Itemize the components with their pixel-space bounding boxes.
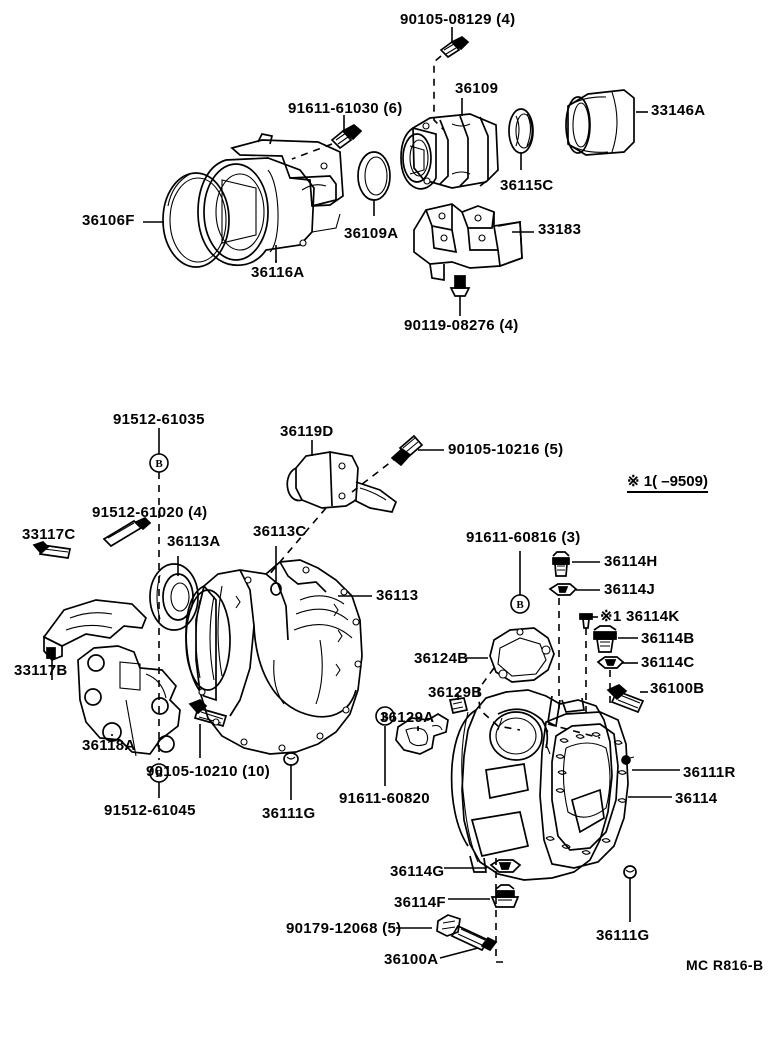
dash-36119D — [351, 457, 397, 493]
part-36115C-seal — [508, 108, 534, 154]
part-90105-08129-bolt — [439, 35, 470, 59]
part-36109A-oring — [357, 151, 391, 201]
part-36114H-plug — [552, 551, 570, 577]
part-90105-10210-bolt — [188, 699, 228, 728]
part-33146A-sleeve — [565, 89, 635, 156]
part-label-36109A: 36109A — [344, 225, 399, 242]
part-label-91512-61035: 91512-61035 — [113, 411, 205, 428]
part-label-90179-12068: 90179-12068 (5) — [286, 920, 402, 937]
part-label-91611-60816: 91611-60816 (3) — [466, 529, 581, 546]
svg-text:B: B — [381, 711, 389, 723]
part-36114-transfer-case — [450, 689, 629, 881]
part-label-90105-10210: 90105-10210 (10) — [146, 763, 271, 780]
part-36114K-screw — [579, 613, 593, 629]
part-label-36106F: 36106F — [82, 212, 135, 229]
part-label-36114G: 36114G — [390, 863, 445, 880]
part-label-33183: 33183 — [538, 221, 582, 238]
leader-36100A — [439, 947, 479, 959]
applicability-note: ※ 1( –9509) — [627, 474, 708, 493]
part-36118A-plate — [77, 645, 181, 757]
part-36124B-gasket — [489, 627, 555, 683]
part-36113A-bearing — [149, 563, 199, 631]
part-label-36114J: 36114J — [604, 581, 656, 598]
part-label-36100B: 36100B — [650, 680, 705, 697]
part-label-36129A: 36129A — [380, 709, 435, 726]
part-label-33117C: 33117C — [22, 526, 76, 543]
dash-90105-08129 — [433, 55, 445, 131]
part-label-36119D: 36119D — [280, 423, 334, 440]
part-36116A-housing — [197, 133, 344, 267]
part-36106F-oring — [162, 172, 230, 268]
part-90179-12068-nut — [436, 914, 461, 937]
part-36114J-washer — [548, 583, 578, 596]
part-36111G-left-plug — [283, 752, 299, 766]
part-label-36114B: 36114B — [641, 630, 695, 647]
part-label-36113: 36113 — [376, 587, 419, 604]
svg-text:B: B — [516, 599, 524, 611]
part-label-36111G-left: 36111G — [262, 805, 316, 822]
svg-text:B: B — [155, 458, 163, 470]
part-label-91512-61020: 91512-61020 (4) — [92, 504, 208, 521]
part-36114B-plug — [593, 625, 617, 653]
part-36100B-bolt — [606, 684, 645, 714]
dash-assembly-axis — [495, 858, 506, 963]
svg-text:B: B — [155, 768, 163, 780]
part-33117C-bolt — [32, 541, 72, 559]
part-label-36113A: 36113A — [167, 533, 221, 550]
marker-B-91512-61035: B — [149, 453, 169, 473]
part-label-91512-61045: 91512-61045 — [104, 802, 196, 819]
part-label-91611-61030: 91611-61030 (6) — [288, 100, 403, 117]
part-label-90105-08129: 90105-08129 (4) — [400, 11, 516, 28]
part-36129A-clamp — [395, 713, 449, 755]
part-36113-case — [185, 559, 363, 755]
part-label-36114C: 36114C — [641, 654, 695, 671]
part-label-36113C: 36113C — [253, 523, 307, 540]
part-36114C-washer — [596, 656, 625, 669]
part-33183-bracket — [413, 203, 523, 282]
dash-36119D-2 — [267, 507, 327, 577]
part-36111G-right-plug — [623, 865, 637, 879]
part-label-36115C: 36115C — [500, 177, 554, 194]
part-90119-08276-stud — [449, 275, 471, 297]
part-label-36118A: 36118A — [82, 737, 136, 754]
part-36114F-nut — [490, 884, 520, 908]
dash-91611-61030 — [291, 143, 333, 160]
part-label-33146A: 33146A — [651, 102, 706, 119]
part-label-36124B: 36124B — [414, 650, 469, 667]
part-label-91611-60820: 91611-60820 — [339, 790, 430, 807]
figure-code: MC R816-B — [686, 957, 764, 973]
part-label-36100A: 36100A — [384, 951, 439, 968]
part-label-36111G-right: 36111G — [596, 927, 650, 944]
part-36100A-bolt — [450, 924, 498, 952]
part-label-36114: 36114 — [675, 790, 718, 807]
part-label-36114K: ※1 36114K — [600, 608, 680, 625]
part-label-90105-10216: 90105-10216 (5) — [448, 441, 564, 458]
marker-B-91611-60816: B — [510, 594, 530, 614]
dash-36124B — [477, 667, 521, 731]
part-36129B-bushing — [448, 697, 469, 715]
part-label-36114F: 36114F — [394, 894, 446, 911]
part-36111R-plug — [621, 755, 635, 765]
part-label-36116A: 36116A — [251, 264, 305, 281]
marker-B-91611-60820: B — [375, 706, 395, 726]
part-label-36129B: 36129B — [428, 684, 483, 701]
part-36114G-washer — [489, 859, 522, 873]
part-36119D-housing — [286, 451, 398, 513]
part-90105-10216-bolt — [390, 434, 424, 467]
part-36109-extension-housing — [400, 113, 499, 190]
part-33117B-bracket — [42, 599, 147, 662]
part-label-36114H: 36114H — [604, 553, 658, 570]
part-label-36109: 36109 — [455, 80, 499, 97]
part-91512-61020-bolt — [102, 516, 152, 548]
part-label-36111R: 36111R — [683, 764, 736, 781]
dash-36111R — [547, 723, 601, 739]
part-91611-61030-bolt — [330, 123, 363, 150]
part-label-33117B: 33117B — [14, 662, 68, 679]
part-label-90119-08276: 90119-08276 (4) — [404, 317, 519, 334]
